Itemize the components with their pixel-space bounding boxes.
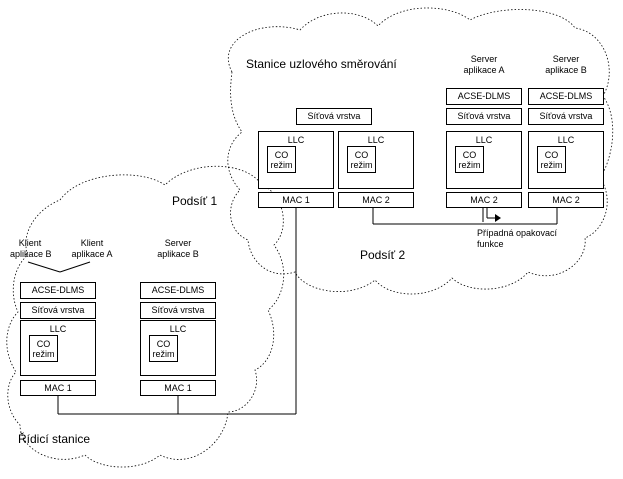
server-b-title-right: Server aplikace B xyxy=(545,54,587,75)
routing-station-label: Stanice uzlového směrování xyxy=(246,57,397,71)
repeater-arrow-head xyxy=(495,214,501,222)
llc-label: LLC xyxy=(557,135,575,145)
server-a-network: Síťová vrstva xyxy=(446,108,522,125)
server-b-right-network: Síťová vrstva xyxy=(528,108,604,125)
server-b-left-network: Síťová vrstva xyxy=(140,302,216,319)
server-a-title: Server aplikace A xyxy=(463,54,505,75)
routing-mac2: MAC 2 xyxy=(338,192,414,208)
server-a-mac2: MAC 2 xyxy=(446,192,522,208)
client-acse: ACSE-DLMS xyxy=(20,282,96,299)
server-b-right-acse: ACSE-DLMS xyxy=(528,88,604,105)
subnet1-label: Podsíť 1 xyxy=(172,194,218,208)
llc-label: LLC xyxy=(169,324,187,334)
subnet2-label: Podsíť 2 xyxy=(360,248,406,262)
client-mac1: MAC 1 xyxy=(20,380,96,396)
routing-station-cloud xyxy=(227,7,614,295)
server-a-acse: ACSE-DLMS xyxy=(446,88,522,105)
client-network: Síťová vrstva xyxy=(20,302,96,319)
llc-label: LLC xyxy=(367,135,385,145)
client-b-title: Klient aplikace B xyxy=(10,238,52,259)
server-b-title-left: Server aplikace B xyxy=(157,238,199,259)
routing-network-layer: Síťová vrstva xyxy=(296,108,372,125)
llc-label: LLC xyxy=(287,135,305,145)
repeat-function-label: Případná opakovací funkce xyxy=(477,228,558,249)
connection-lines xyxy=(27,208,558,415)
client-a-title: Klient aplikace A xyxy=(71,238,113,259)
llc-label: LLC xyxy=(475,135,493,145)
server-b-left-acse: ACSE-DLMS xyxy=(140,282,216,299)
routing-mac1: MAC 1 xyxy=(258,192,334,208)
llc-label: LLC xyxy=(49,324,67,334)
control-station-label: Řídicí stanice xyxy=(18,432,91,446)
server-b-left-mac1: MAC 1 xyxy=(140,380,216,396)
server-b-right-mac2: MAC 2 xyxy=(528,192,604,208)
